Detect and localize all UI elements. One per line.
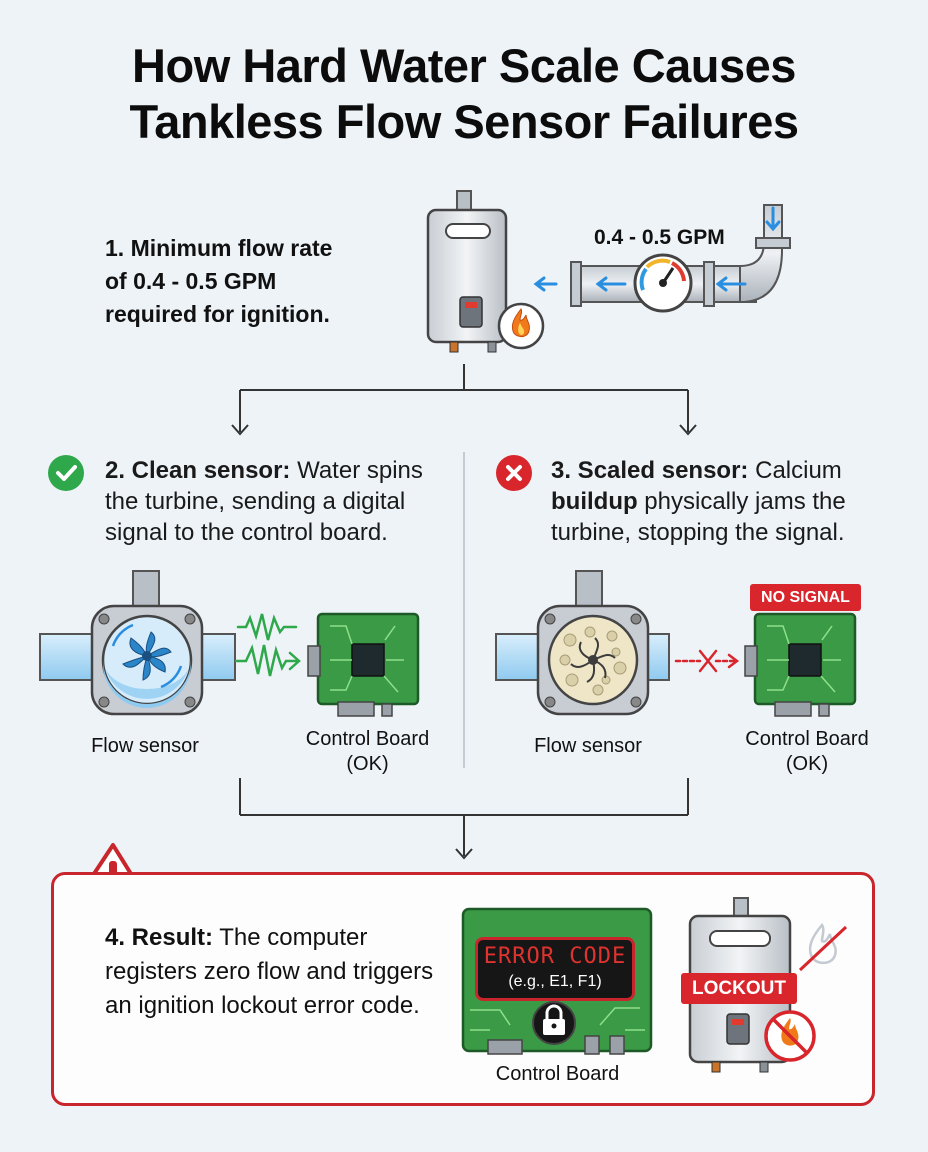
scaled-board-caption-line-1: Control Board: [745, 728, 869, 750]
blocked-signal: [674, 649, 740, 673]
scaled-sensor-caption: Flow sensor: [534, 735, 642, 757]
clean-sensor-caption: Flow sensor: [91, 735, 199, 757]
clean-board-caption-line-1: Control Board: [305, 728, 430, 750]
control-board-ok-1: [307, 612, 420, 717]
error-code-display: ERROR CODE (e.g., E1, F1): [475, 937, 635, 1001]
step2-lead: 2. Clean sensor:: [105, 457, 291, 484]
step3-text-b: physically jams the turbine, stopping th…: [551, 488, 846, 546]
clean-board-caption-line-2: (OK): [346, 753, 389, 775]
no-signal-badge: NO SIGNAL: [750, 584, 861, 611]
flame-icon: [497, 302, 545, 350]
control-board-ok-2: [744, 612, 857, 717]
pressure-gauge-icon: [633, 253, 693, 313]
step1-text: 1. Minimum flow rate of 0.4 - 0.5 GPM re…: [105, 232, 395, 331]
scaled-flow-sensor: [495, 570, 670, 716]
clean-flow-sensor: [39, 570, 236, 716]
turbine-icon: [111, 623, 183, 689]
inflow-arrow: [533, 276, 558, 292]
scaled-board-caption: Control Board (OK): [732, 727, 882, 777]
step3-text-a: Calcium: [748, 457, 842, 484]
signal-waves: [234, 613, 301, 677]
title-line-2: Tankless Flow Sensor Failures: [129, 95, 799, 148]
check-icon: [48, 455, 84, 491]
step4-text: 4. Result: The computer registers zero f…: [105, 921, 435, 1023]
error-board-caption: Control Board: [495, 1063, 620, 1085]
step4-lead: 4. Result:: [105, 924, 214, 951]
merge-connector: [239, 778, 689, 860]
step4-description: The computer registers zero flow and tri…: [105, 924, 434, 1019]
title-line-1: How Hard Water Scale Causes: [132, 39, 796, 92]
flow-rate-label: 0.4 - 0.5 GPM: [594, 226, 725, 249]
error-code-example: (e.g., E1, F1): [508, 973, 602, 990]
step3-bold-word: buildup: [551, 488, 638, 515]
error-code-label: ERROR CODE: [483, 944, 627, 969]
step3-text: 3. Scaled sensor: Calcium buildup physic…: [551, 455, 891, 548]
water-heater-top: [426, 190, 508, 353]
step1-line-2: of 0.4 - 0.5 GPM: [105, 268, 277, 294]
step1-line-3: required for ignition.: [105, 301, 330, 327]
x-icon: [496, 455, 532, 491]
lockout-badge: LOCKOUT: [681, 973, 797, 1004]
step2-description: Water spins the turbine, sending a digit…: [105, 457, 423, 546]
step3-lead: 3. Scaled sensor:: [551, 457, 749, 484]
split-connector: [231, 364, 697, 436]
page-title: How Hard Water Scale Causes Tankless Flo…: [0, 38, 928, 150]
step2-text: 2. Clean sensor: Water spins the turbine…: [105, 455, 450, 548]
scaled-board-caption-line-2: (OK): [785, 753, 829, 775]
clean-board-caption: Control Board (OK): [290, 727, 445, 777]
step1-line-1: 1. Minimum flow rate: [105, 235, 333, 261]
